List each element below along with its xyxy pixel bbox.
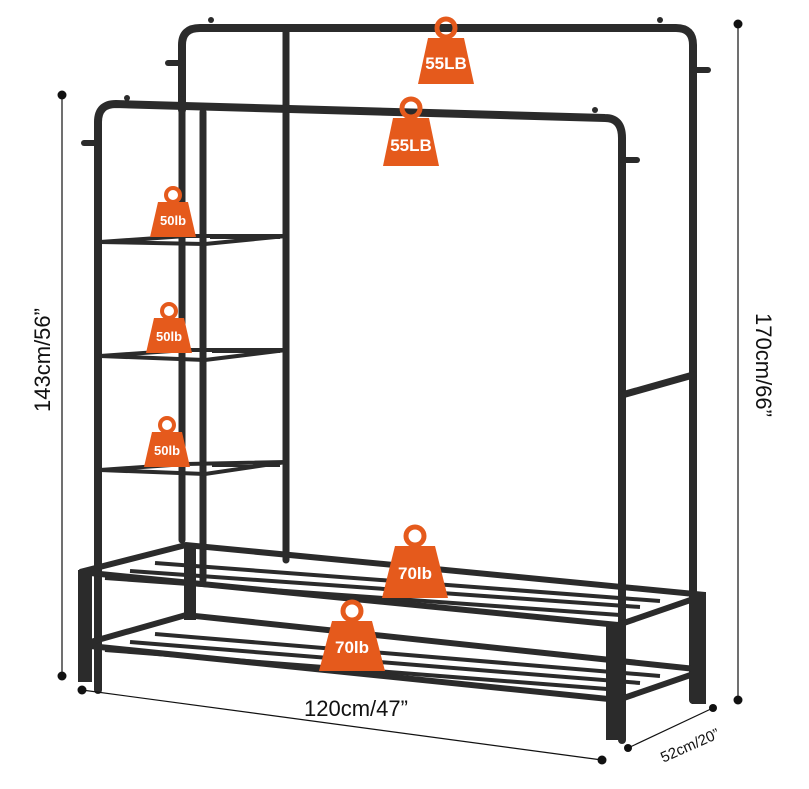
weight-badge-front-rail: 55LB <box>383 96 439 166</box>
svg-text:170cm/66”: 170cm/66” <box>751 313 776 417</box>
weight-badge-base-lower: 70lb <box>319 599 385 671</box>
svg-text:50lb: 50lb <box>154 443 180 458</box>
dimension-height-front: 143cm/56” <box>30 90 67 681</box>
svg-text:52cm/20”: 52cm/20” <box>658 725 722 766</box>
weight-badge-shelf-top: 50lb <box>150 186 196 237</box>
wire-shelf-top <box>99 234 287 247</box>
wire-shelf-middle <box>99 348 287 363</box>
svg-text:55LB: 55LB <box>390 136 432 155</box>
svg-text:70lb: 70lb <box>335 638 369 657</box>
svg-text:50lb: 50lb <box>156 329 182 344</box>
svg-text:70lb: 70lb <box>398 564 432 583</box>
dimension-depth: 52cm/20” <box>624 704 722 766</box>
svg-text:55LB: 55LB <box>425 54 467 73</box>
weight-badge-rear-rail: 55LB <box>418 16 474 84</box>
weight-badge-shelf-middle: 50lb <box>146 302 192 353</box>
svg-text:50lb: 50lb <box>160 213 186 228</box>
wire-shelf-bottom <box>99 460 287 477</box>
weight-badge-shelf-bottom: 50lb <box>144 416 190 467</box>
dimension-width: 120cm/47” <box>77 685 607 765</box>
svg-text:120cm/47”: 120cm/47” <box>304 696 408 721</box>
svg-text:143cm/56”: 143cm/56” <box>30 308 55 412</box>
dimension-height-total: 170cm/66” <box>733 19 776 705</box>
weight-badge-base-upper: 70lb <box>382 524 448 598</box>
